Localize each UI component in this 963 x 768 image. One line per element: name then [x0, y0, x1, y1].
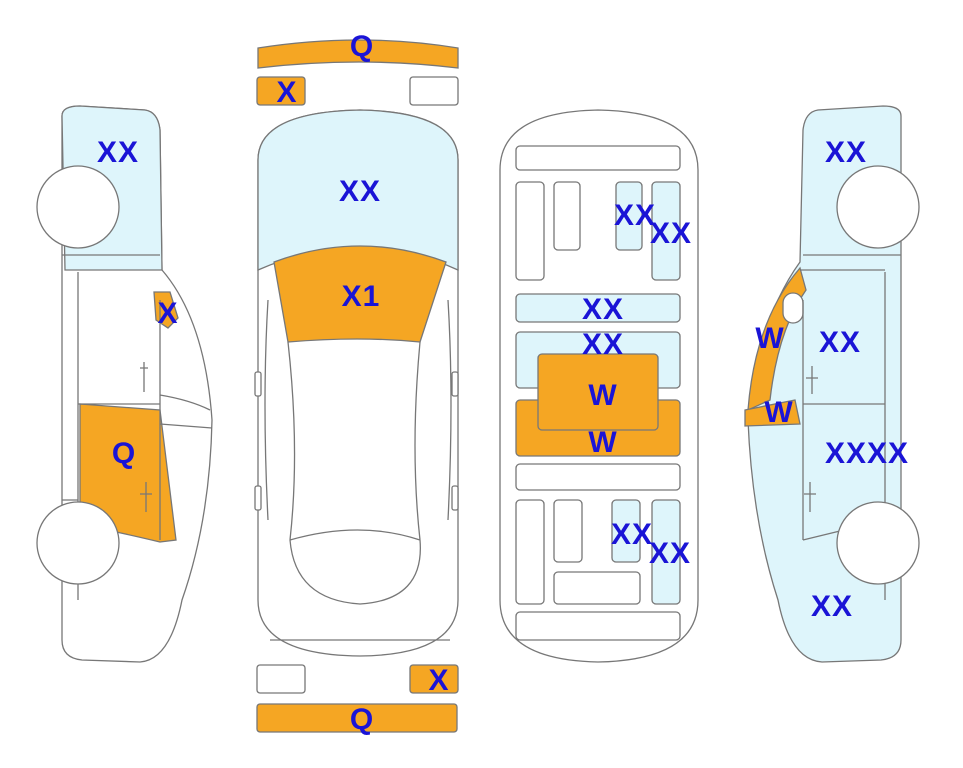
interior-front-left-seat [553, 499, 583, 563]
right-quarter-window [782, 292, 804, 324]
mark-right-front-door: XXXX [825, 437, 909, 470]
front-bumper-panel[interactable] [257, 39, 459, 69]
console-upper-panel[interactable] [537, 353, 659, 431]
rear-bumper-panel[interactable] [256, 703, 458, 733]
left-handle-front [140, 482, 152, 512]
left-side-view [36, 105, 213, 663]
mark-seat-rear-right: XX [650, 217, 692, 250]
rear-left-taillight-panel[interactable] [256, 664, 306, 694]
left-mirror [254, 371, 262, 397]
mark-right-front-fender: XX [811, 590, 853, 623]
mark-console-lower: W [588, 426, 617, 459]
right-rear-mirror [451, 485, 459, 511]
interior-front-console [553, 571, 641, 605]
mark-left-rear-glass: XX [97, 136, 139, 169]
left-front-wheel [36, 501, 120, 585]
right-handle-rear [806, 366, 818, 394]
mark-right-a-pillar: W [755, 322, 784, 355]
interior-rear-left-bench [553, 181, 581, 251]
mark-console-upper: W [588, 379, 617, 412]
mark-right-rear-glass: XX [825, 136, 867, 169]
right-side-view [744, 105, 920, 663]
mark-seat-front-left: XX [611, 518, 653, 551]
mark-hood: XX [339, 175, 381, 208]
right-front-wheel [836, 501, 920, 585]
right-mirror [451, 371, 459, 397]
mark-right-sill: W [764, 396, 793, 429]
left-door-lines [62, 254, 213, 600]
mark-windshield: X1 [342, 280, 381, 313]
right-door-lines [800, 254, 901, 600]
interior-view [499, 109, 699, 663]
front-left-headlight-panel[interactable] [256, 76, 306, 106]
interior-front-shelf [515, 611, 681, 641]
right-rear-wheel [836, 165, 920, 249]
mark-front-left-headlight: X [276, 76, 297, 109]
front-right-headlight-panel[interactable] [409, 76, 459, 106]
windshield-panel[interactable] [273, 245, 447, 343]
right-sill-panel[interactable] [744, 399, 801, 427]
mark-rear-right-taillight: X [428, 664, 449, 697]
mark-seat-rear-left: XX [614, 199, 656, 232]
seat-front-right-panel[interactable] [651, 499, 681, 605]
left-rear-wheel [36, 165, 120, 249]
seat-front-left-panel[interactable] [611, 499, 641, 563]
mark-left-front-quarter-glass: X [157, 297, 178, 330]
mark-floor-rear: XX [582, 293, 624, 326]
mark-floor-mid: XX [582, 328, 624, 361]
seat-rear-right-panel[interactable] [651, 181, 681, 281]
seat-rear-left-panel[interactable] [615, 181, 643, 251]
top-view [254, 109, 459, 657]
mark-right-rear-door: XX [819, 326, 861, 359]
mark-front-bumper: Q [350, 30, 374, 63]
left-handle-rear [140, 362, 148, 392]
interior-front-left-pocket [515, 499, 545, 605]
mark-seat-front-right: XX [649, 537, 691, 570]
right-handle-front [804, 482, 816, 512]
mark-left-front-door: Q [112, 437, 136, 470]
floor-rear-panel[interactable] [515, 293, 681, 323]
top-view-lines [264, 299, 452, 641]
left-rear-mirror [254, 485, 262, 511]
rear-right-taillight-panel[interactable] [409, 664, 459, 694]
interior-dash [515, 463, 681, 491]
interior-rear-shelf [515, 145, 681, 171]
mark-rear-bumper: Q [350, 703, 374, 736]
interior-rear-left-pocket [515, 181, 545, 281]
